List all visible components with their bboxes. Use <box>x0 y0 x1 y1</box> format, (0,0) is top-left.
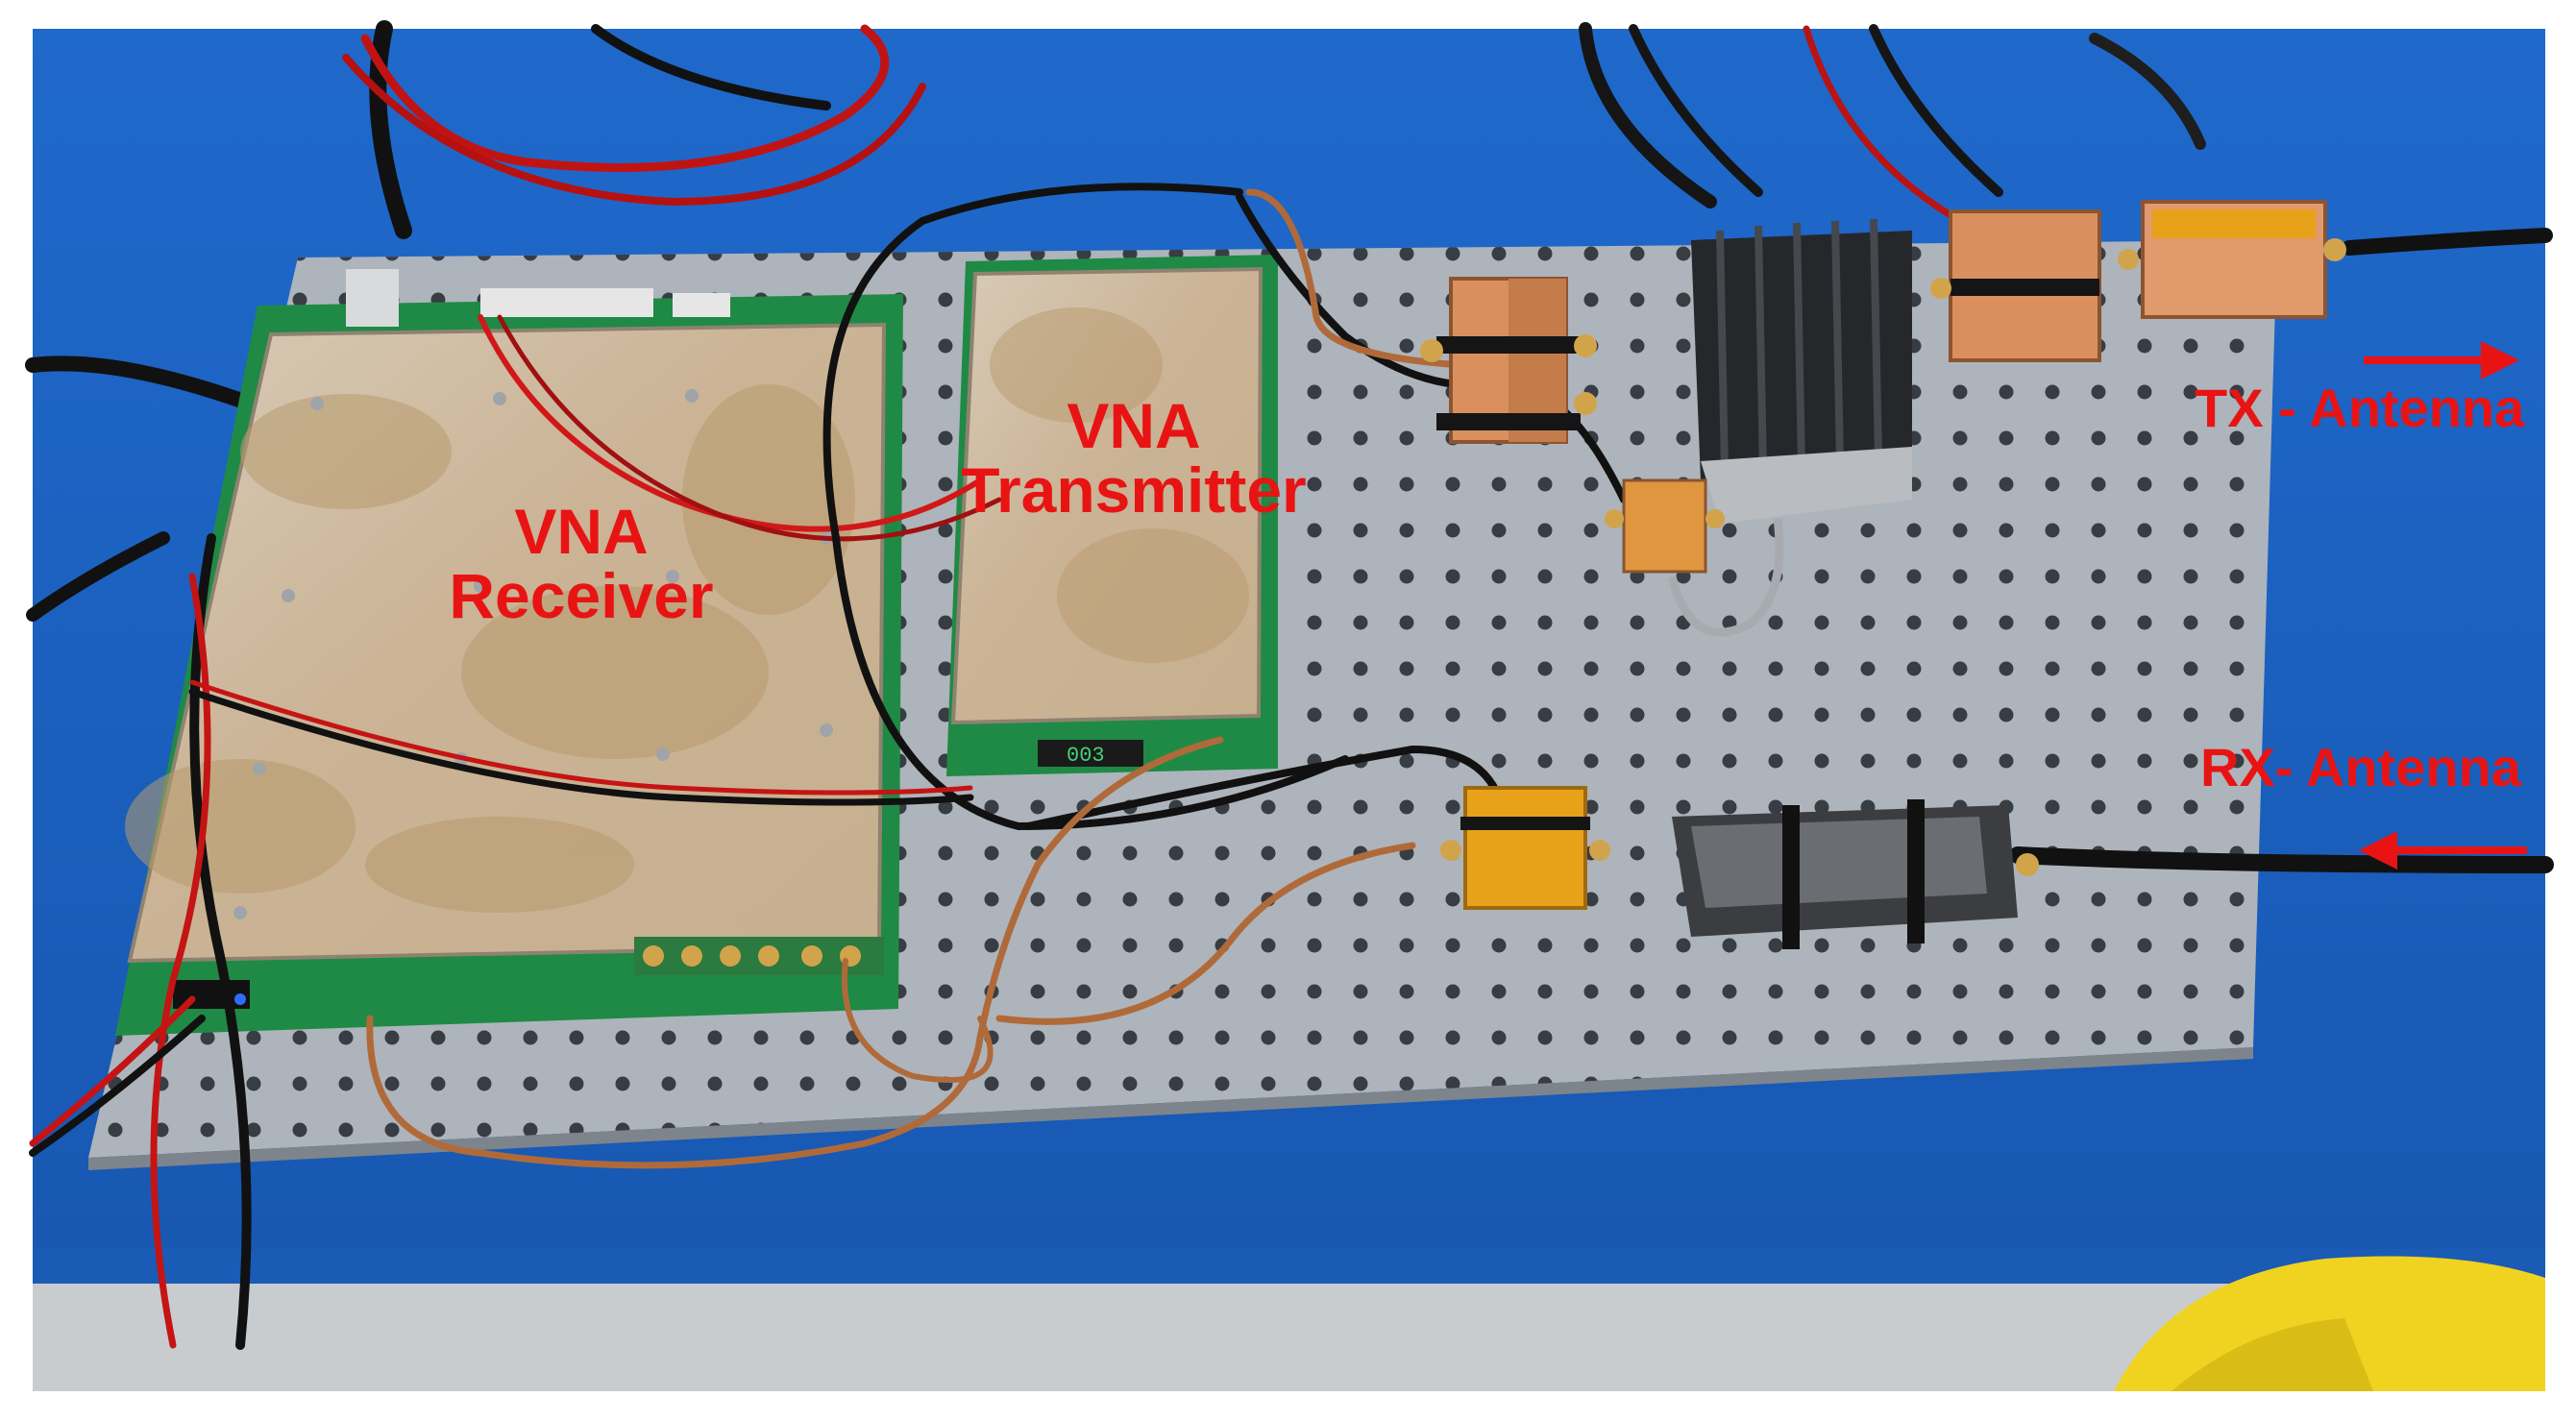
vna-transmitter-label-line1: VNA <box>1067 390 1201 461</box>
vna-transmitter-label-line2: Transmitter <box>961 454 1307 527</box>
vna-receiver-label: VNA Receiver <box>418 496 745 632</box>
rx-bandpass-filter <box>1672 799 2039 949</box>
vna-transmitter-label: VNA Transmitter <box>951 390 1316 527</box>
vna-transmitter-board: 003 <box>946 255 1278 776</box>
rx-direction-arrow <box>2359 831 2527 870</box>
rx-lna-module <box>1440 786 1610 910</box>
vna-receiver-label-line2: Receiver <box>449 560 714 632</box>
rx-antenna-label: RX- Antenna <box>2200 737 2521 797</box>
heatsink-amplifier <box>1667 218 1912 637</box>
band-stop-filter-module <box>2118 200 2346 319</box>
tx-antenna-label: TX - Antenna <box>2195 378 2525 438</box>
vna-receiver-board <box>115 269 903 1036</box>
background-cables <box>25 20 2206 622</box>
vna-receiver-label-line1: VNA <box>514 496 649 567</box>
diplexer-1-module <box>1930 209 2101 362</box>
svg-text:003: 003 <box>1067 744 1105 768</box>
diplexer-2-module <box>1420 277 1597 444</box>
small-amplifier-module <box>1605 478 1725 574</box>
tx-direction-arrow <box>2364 341 2519 380</box>
